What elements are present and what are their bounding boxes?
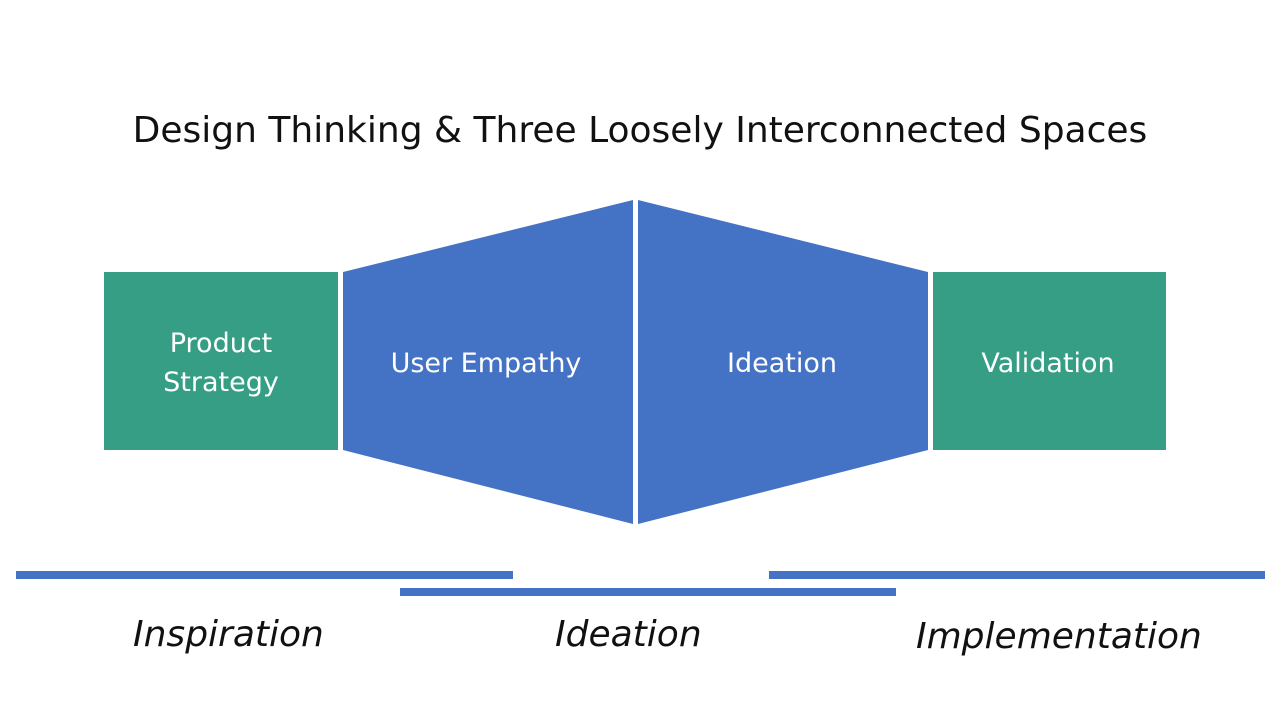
ideation-bar: [400, 588, 896, 596]
user-empathy-label: User Empathy: [391, 348, 582, 379]
user-empathy-trapezoid: [343, 200, 633, 524]
ideation-label: Ideation: [727, 348, 837, 379]
validation-rect: [933, 272, 1166, 450]
validation-box: Validation: [933, 272, 1166, 450]
ideation-phase-label: Ideation: [555, 614, 702, 655]
implementation-bar: [769, 571, 1265, 579]
inspiration-bar: [16, 571, 513, 579]
product-strategy-label-line1: Product: [170, 328, 273, 359]
product-strategy-label-line2: Strategy: [163, 367, 279, 398]
user-empathy-shape: User Empathy: [343, 200, 633, 524]
validation-label: Validation: [981, 348, 1114, 379]
implementation-label: Implementation: [916, 616, 1202, 657]
product-strategy-box: Product Strategy: [104, 272, 338, 450]
inspiration-label: Inspiration: [133, 614, 324, 655]
diagram-title: Design Thinking & Three Loosely Intercon…: [132, 110, 1148, 151]
product-strategy-rect: [104, 272, 338, 450]
ideation-shape: Ideation: [638, 200, 928, 524]
ideation-trapezoid: [638, 200, 928, 524]
